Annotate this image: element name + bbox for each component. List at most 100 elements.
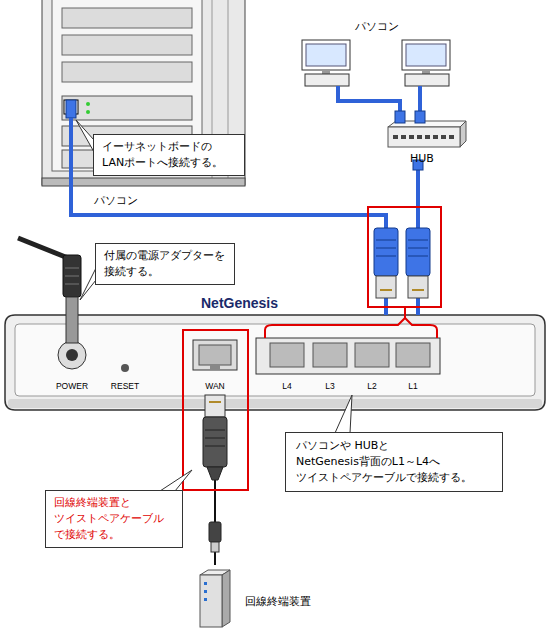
lan-plug (374, 228, 398, 276)
callout-text: 回線終端装置と ツイストペアケーブル で接続する。 (54, 495, 174, 543)
tower-pc (62, 96, 192, 120)
wan-plug (209, 401, 221, 403)
lan-plug (380, 289, 392, 291)
lan-plug (376, 256, 396, 257)
desktop-pcs (305, 74, 349, 86)
router-body (270, 343, 304, 367)
hub-device (441, 135, 446, 139)
router-node: NetGenesis (5, 315, 545, 410)
wan-plug (205, 430, 225, 431)
power-adapter (65, 276, 79, 277)
tower-pc (86, 110, 90, 114)
callout-tail (76, 120, 94, 152)
router-body (256, 338, 440, 374)
desktop-pcs (405, 74, 449, 86)
wan-plug (205, 395, 225, 417)
lan-plug (374, 228, 430, 298)
port-label: RESET (103, 381, 147, 391)
power-adapter (65, 268, 79, 269)
hub-device (388, 121, 466, 147)
power-adapter (65, 284, 79, 285)
line-terminal-device (204, 598, 207, 601)
callout-box: イーサネットボードの LANポートへ接続する。 (93, 134, 245, 176)
cable-connector (338, 95, 400, 118)
cable-connector (71, 190, 386, 315)
cable-stub (69, 118, 73, 190)
router-body (15, 324, 535, 396)
power-adapter (18, 238, 68, 258)
router-body (58, 341, 86, 369)
device-label: パソコン (94, 193, 138, 208)
router-body (5, 315, 545, 410)
line-terminal-device (222, 570, 230, 627)
port-label: L4 (265, 381, 309, 391)
callout-box: 付属の電源アダプターを 接続する。 (95, 243, 235, 285)
hub-device (388, 127, 460, 147)
callout-text: 付属の電源アダプターを 接続する。 (104, 248, 226, 280)
desktop-pcs (422, 70, 430, 74)
device-label: HUB (410, 152, 434, 165)
tower-pc (86, 102, 90, 106)
callout-tail (80, 268, 96, 300)
cable-stub (415, 111, 425, 123)
lan-plug (376, 276, 396, 298)
desktop-pcs (302, 40, 450, 86)
router-body (193, 340, 237, 370)
tower-pc (62, 8, 192, 28)
port-label: WAN (193, 381, 237, 391)
desktop-pcs (306, 44, 346, 66)
desktop-pcs (406, 44, 446, 66)
line-terminal-node: 回線終端装置 (190, 565, 320, 635)
desktop-pcs (302, 40, 350, 70)
port-label: L3 (308, 381, 352, 391)
router-body (5, 315, 545, 410)
cable-stub (66, 100, 76, 118)
lan-plug (376, 240, 396, 241)
desktop-pcs-node: パソコン (295, 15, 460, 95)
lan-plug (408, 248, 428, 249)
router-body (355, 343, 389, 367)
device-label: パソコン (355, 19, 399, 34)
lan-plug (408, 256, 428, 257)
callout-box: パソコンや HUBと NetGenesis背面のL1～L4へ ツイストペアケーブ… (285, 432, 503, 492)
highlight-frame (404, 307, 406, 318)
router-body (8, 399, 542, 408)
lan-plug (408, 276, 428, 298)
hub-device (425, 135, 430, 139)
desktop-pcs (322, 70, 330, 74)
wan-plug (211, 542, 219, 552)
callout-text: イーサネットボードの LANポートへ接続する。 (102, 139, 236, 171)
lan-plug (376, 248, 396, 249)
hub-device (460, 121, 466, 147)
desktop-pcs (402, 40, 450, 70)
wan-plug (205, 446, 225, 447)
line-terminal-device (200, 575, 222, 627)
line-terminal-device (204, 590, 207, 593)
router-body (313, 343, 347, 367)
wan-plug (209, 522, 221, 542)
lan-plug (412, 289, 424, 291)
lan-plug (406, 228, 430, 276)
highlight-frame (368, 207, 441, 307)
cable-stub (395, 111, 405, 123)
hub-device (401, 135, 406, 139)
router-body (66, 349, 78, 361)
router-body (210, 365, 220, 369)
cable-stub (336, 86, 340, 96)
wan-plug (205, 438, 225, 439)
router-body (199, 345, 231, 365)
hub-device (417, 135, 422, 139)
router-body (396, 343, 430, 367)
hub-node: HUB (385, 118, 465, 168)
wan-plug (203, 417, 227, 467)
cable-stub (66, 86, 425, 190)
callout-tail (335, 395, 352, 433)
port-label: L2 (350, 381, 394, 391)
product-name: NetGenesis (201, 295, 278, 311)
tower-pc (62, 35, 192, 55)
power-adapter (66, 297, 78, 343)
line-terminal-device (200, 570, 230, 627)
cable-stub (418, 86, 422, 96)
power-adapter (63, 255, 81, 297)
port-label: POWER (50, 381, 94, 391)
